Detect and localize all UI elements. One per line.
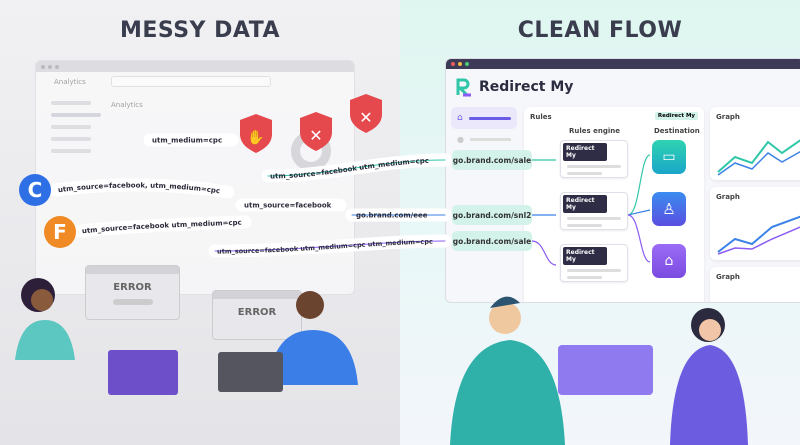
source-c-icon: C (19, 174, 51, 206)
utm-ribbons (56, 140, 445, 251)
svg-text:go.brand.com/eee: go.brand.com/eee (356, 212, 428, 220)
app-label: Analytics (54, 78, 86, 86)
rule-card[interactable]: Redirect My (560, 244, 628, 282)
badge: Redirect My (654, 112, 698, 120)
rule-card[interactable]: Redirect My (560, 192, 628, 230)
laptop-icon (108, 350, 178, 395)
search-icon: ● (457, 134, 464, 144)
placeholder-bar (51, 125, 91, 129)
url-chip[interactable]: go.brand.com/sale (452, 150, 532, 170)
flow-arrows (531, 154, 651, 266)
redirect-logo-icon (456, 78, 471, 97)
laptop-icon (218, 352, 283, 392)
user-icon: ♙ (652, 192, 686, 226)
ribbon-text: utm_medium=cpc (152, 137, 222, 145)
destination-header: Destination (654, 127, 700, 135)
search-input[interactable] (111, 76, 271, 87)
rule-card[interactable]: Redirect My (560, 140, 628, 178)
placeholder-bar (51, 137, 91, 141)
svg-text:utm_source=facebook: utm_source=facebook (244, 202, 332, 210)
laptop-icon (558, 345, 653, 395)
sidebar-item-home[interactable]: ⌂ (451, 107, 517, 129)
store-icon: ⌂ (652, 244, 686, 278)
home-icon: ⌂ (457, 113, 463, 123)
rules-title: Rules (530, 113, 552, 121)
line-chart (717, 139, 800, 176)
person-man-right (450, 296, 565, 445)
svg-text:✕: ✕ (309, 126, 322, 145)
url-chip[interactable]: go.brand.com/sale (452, 231, 532, 251)
svg-text:C: C (28, 178, 43, 202)
app-name: Redirect My (479, 79, 574, 95)
person-woman-right (670, 308, 748, 445)
redirect-app-window: Redirect My ⌂ ● ☰ Rules Redirect My Rule… (445, 58, 800, 303)
clean-flow-title: CLEAN FLOW (517, 18, 683, 43)
messy-data-title: MESSY DATA (119, 18, 281, 43)
error-box: ERROR (85, 265, 180, 320)
browser-icon: ▭ (652, 140, 686, 174)
error-shield-icon: ✕ (300, 112, 332, 151)
stop-shield-icon: ✋ (240, 114, 272, 153)
placeholder-bar (51, 149, 91, 153)
url-chip[interactable]: go.brand.com/snl2 (452, 205, 532, 225)
svg-text:utm_medium=cpc: utm_medium=cpc (152, 137, 222, 145)
sidebar-item-search[interactable]: ● (451, 129, 517, 149)
analytics-subtitle: Analytics (111, 101, 143, 109)
graph-panel: Graph (710, 187, 800, 260)
app-logo: Redirect My (454, 77, 573, 97)
svg-text:✕: ✕ (359, 108, 372, 127)
graph-panel: Graph (710, 267, 800, 302)
ribbon-text: utm_source=facebook (244, 202, 332, 210)
line-chart (717, 215, 800, 255)
rules-panel: Rules Redirect My Rules engine Destinati… (524, 107, 704, 302)
person-stressed-man (268, 291, 358, 385)
placeholder-bar (51, 113, 101, 117)
svg-text:✋: ✋ (247, 129, 264, 146)
graph-panel: Graph (710, 107, 800, 180)
placeholder-bar (51, 101, 91, 105)
ribbon-text: go.brand.com/eee (356, 212, 428, 220)
source-f-icon: F (44, 216, 76, 248)
rules-engine-header: Rules engine (569, 127, 620, 135)
svg-text:F: F (53, 220, 67, 244)
error-box-2: ERROR (212, 290, 302, 340)
person-woman-left (15, 278, 75, 360)
error-shield-icon: ✕ (350, 94, 382, 133)
